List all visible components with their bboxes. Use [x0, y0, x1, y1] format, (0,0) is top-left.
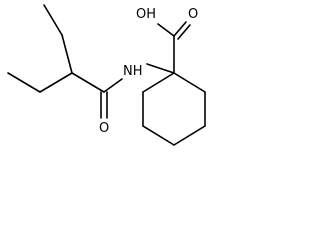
- bond-ethyl-upper-ch2: [61, 34, 73, 74]
- atom-label-nh: NH: [123, 64, 143, 79]
- bond-ethyl-lower-terminal: [7, 72, 41, 93]
- ring-bond-4: [142, 125, 175, 146]
- bond-carboxyl-co-2: [177, 24, 191, 40]
- ring-bond-6: [142, 72, 175, 93]
- bond-carboxyl-co-1: [173, 21, 187, 37]
- bond-carbonyl-n: [103, 78, 123, 93]
- bond-n-ring: [146, 63, 175, 74]
- structure-svg: OH O NH O: [7, 4, 206, 146]
- atom-label-carboxyl-o: O: [188, 7, 198, 22]
- atom-label-amide-o: O: [99, 121, 109, 136]
- bond-ch-carbonyl: [71, 72, 105, 93]
- bond-ethyl-upper-terminal: [43, 4, 63, 36]
- atom-label-oh: OH: [136, 7, 156, 22]
- molecule-diagram: OH O NH O: [0, 0, 240, 146]
- ring-bond-1: [173, 72, 206, 93]
- bond-ethyl-lower-ch2: [39, 72, 73, 93]
- bond-carboxyl-oh: [157, 23, 175, 37]
- ring-bond-3: [173, 125, 206, 146]
